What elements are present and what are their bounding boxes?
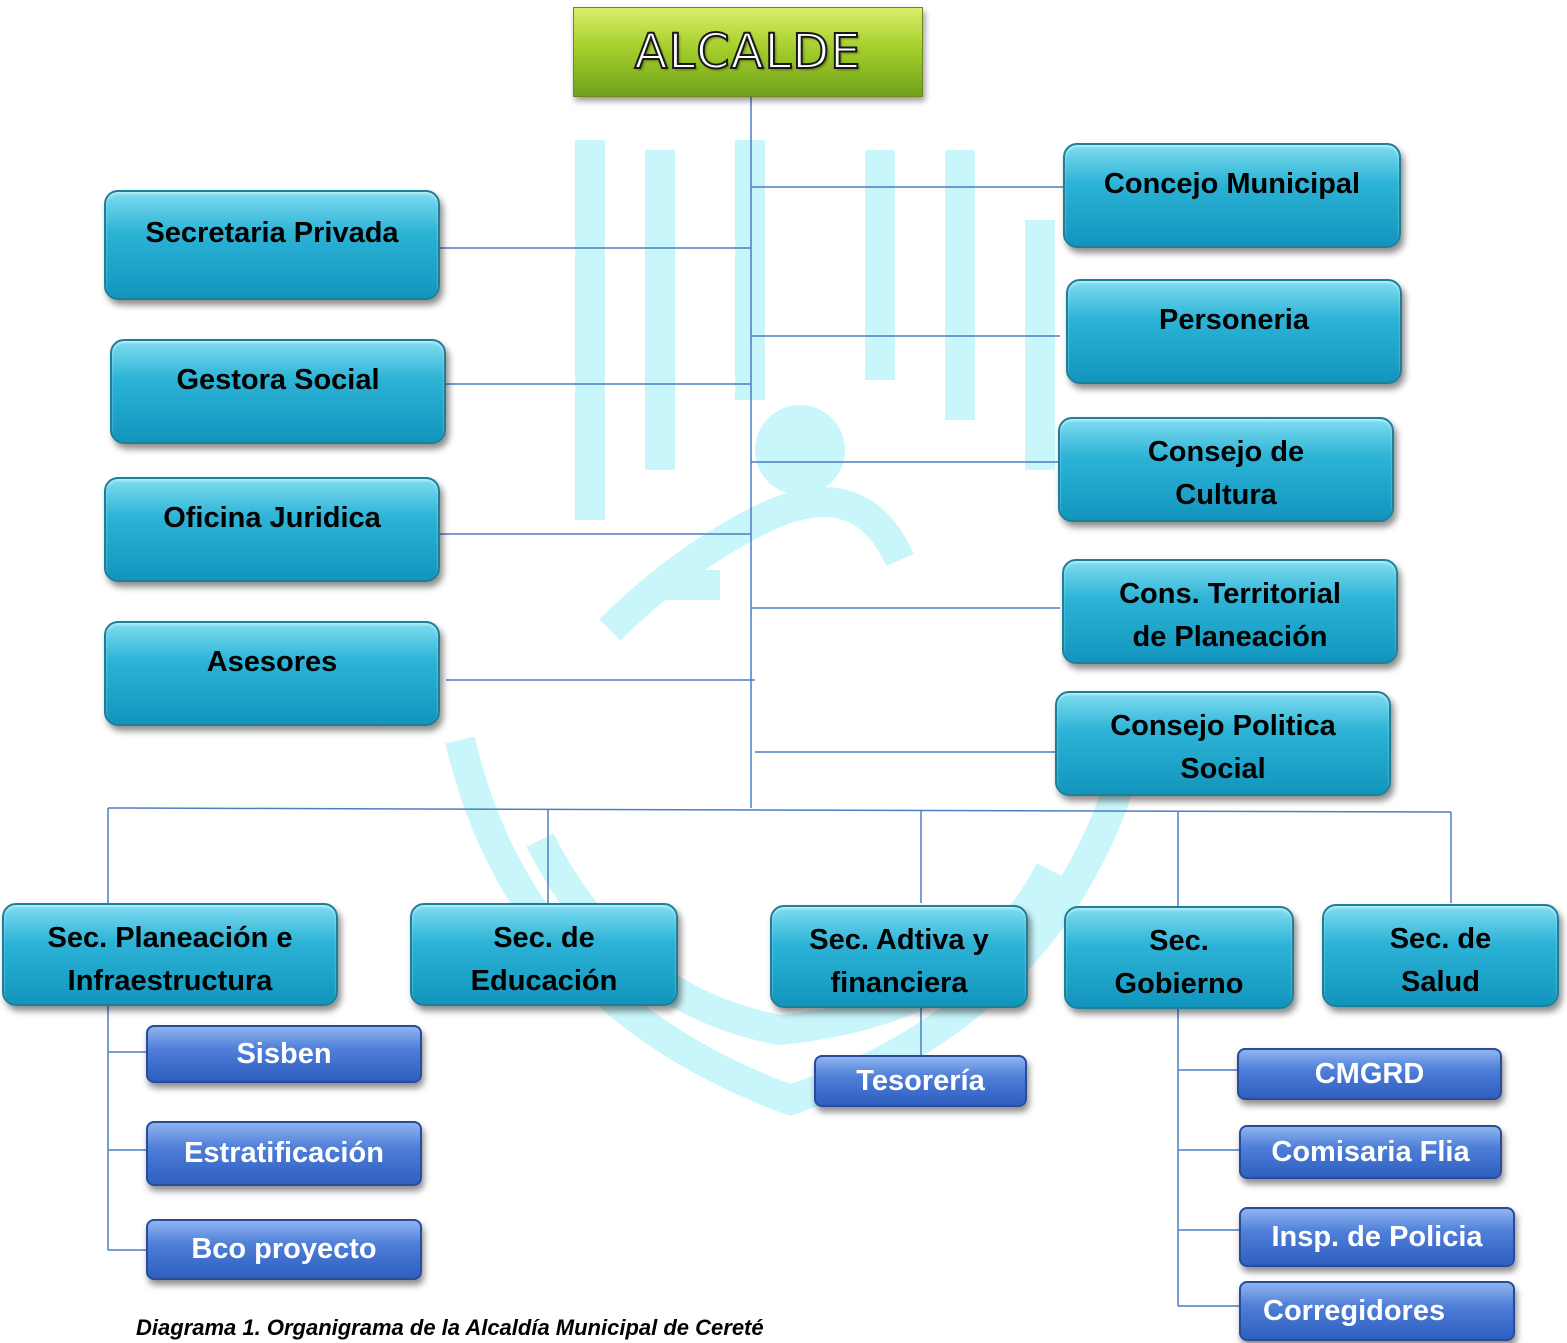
box-sec-gobierno: Sec.Gobierno bbox=[1064, 906, 1294, 1009]
box-personeria: Personeria bbox=[1066, 279, 1402, 384]
box-gestora-social: Gestora Social bbox=[110, 339, 446, 444]
unit-corregidores: Corregidores bbox=[1239, 1281, 1515, 1341]
unit-insp-policia: Insp. de Policia bbox=[1239, 1207, 1515, 1267]
box-secretaria-privada: Secretaria Privada bbox=[104, 190, 440, 300]
box-concejo-municipal: Concejo Municipal bbox=[1063, 143, 1401, 248]
diagram-caption: Diagrama 1. Organigrama de la Alcaldía M… bbox=[136, 1315, 764, 1340]
unit-bco-proyecto: Bco proyecto bbox=[146, 1219, 422, 1280]
alcalde-box: ALCALDE bbox=[573, 7, 923, 97]
box-oficina-juridica: Oficina Juridica bbox=[104, 477, 440, 582]
unit-cmgrd: CMGRD bbox=[1237, 1048, 1502, 1100]
box-asesores: Asesores bbox=[104, 621, 440, 726]
secretariat-bus bbox=[107, 807, 1452, 813]
unit-tesoreria: Tesorería bbox=[814, 1055, 1027, 1107]
unit-estratificacion: Estratificación bbox=[146, 1121, 422, 1186]
unit-comisaria-flia: Comisaria Flia bbox=[1239, 1125, 1502, 1179]
alcalde-label: ALCALDE bbox=[634, 23, 862, 81]
unit-sisben: Sisben bbox=[146, 1025, 422, 1083]
